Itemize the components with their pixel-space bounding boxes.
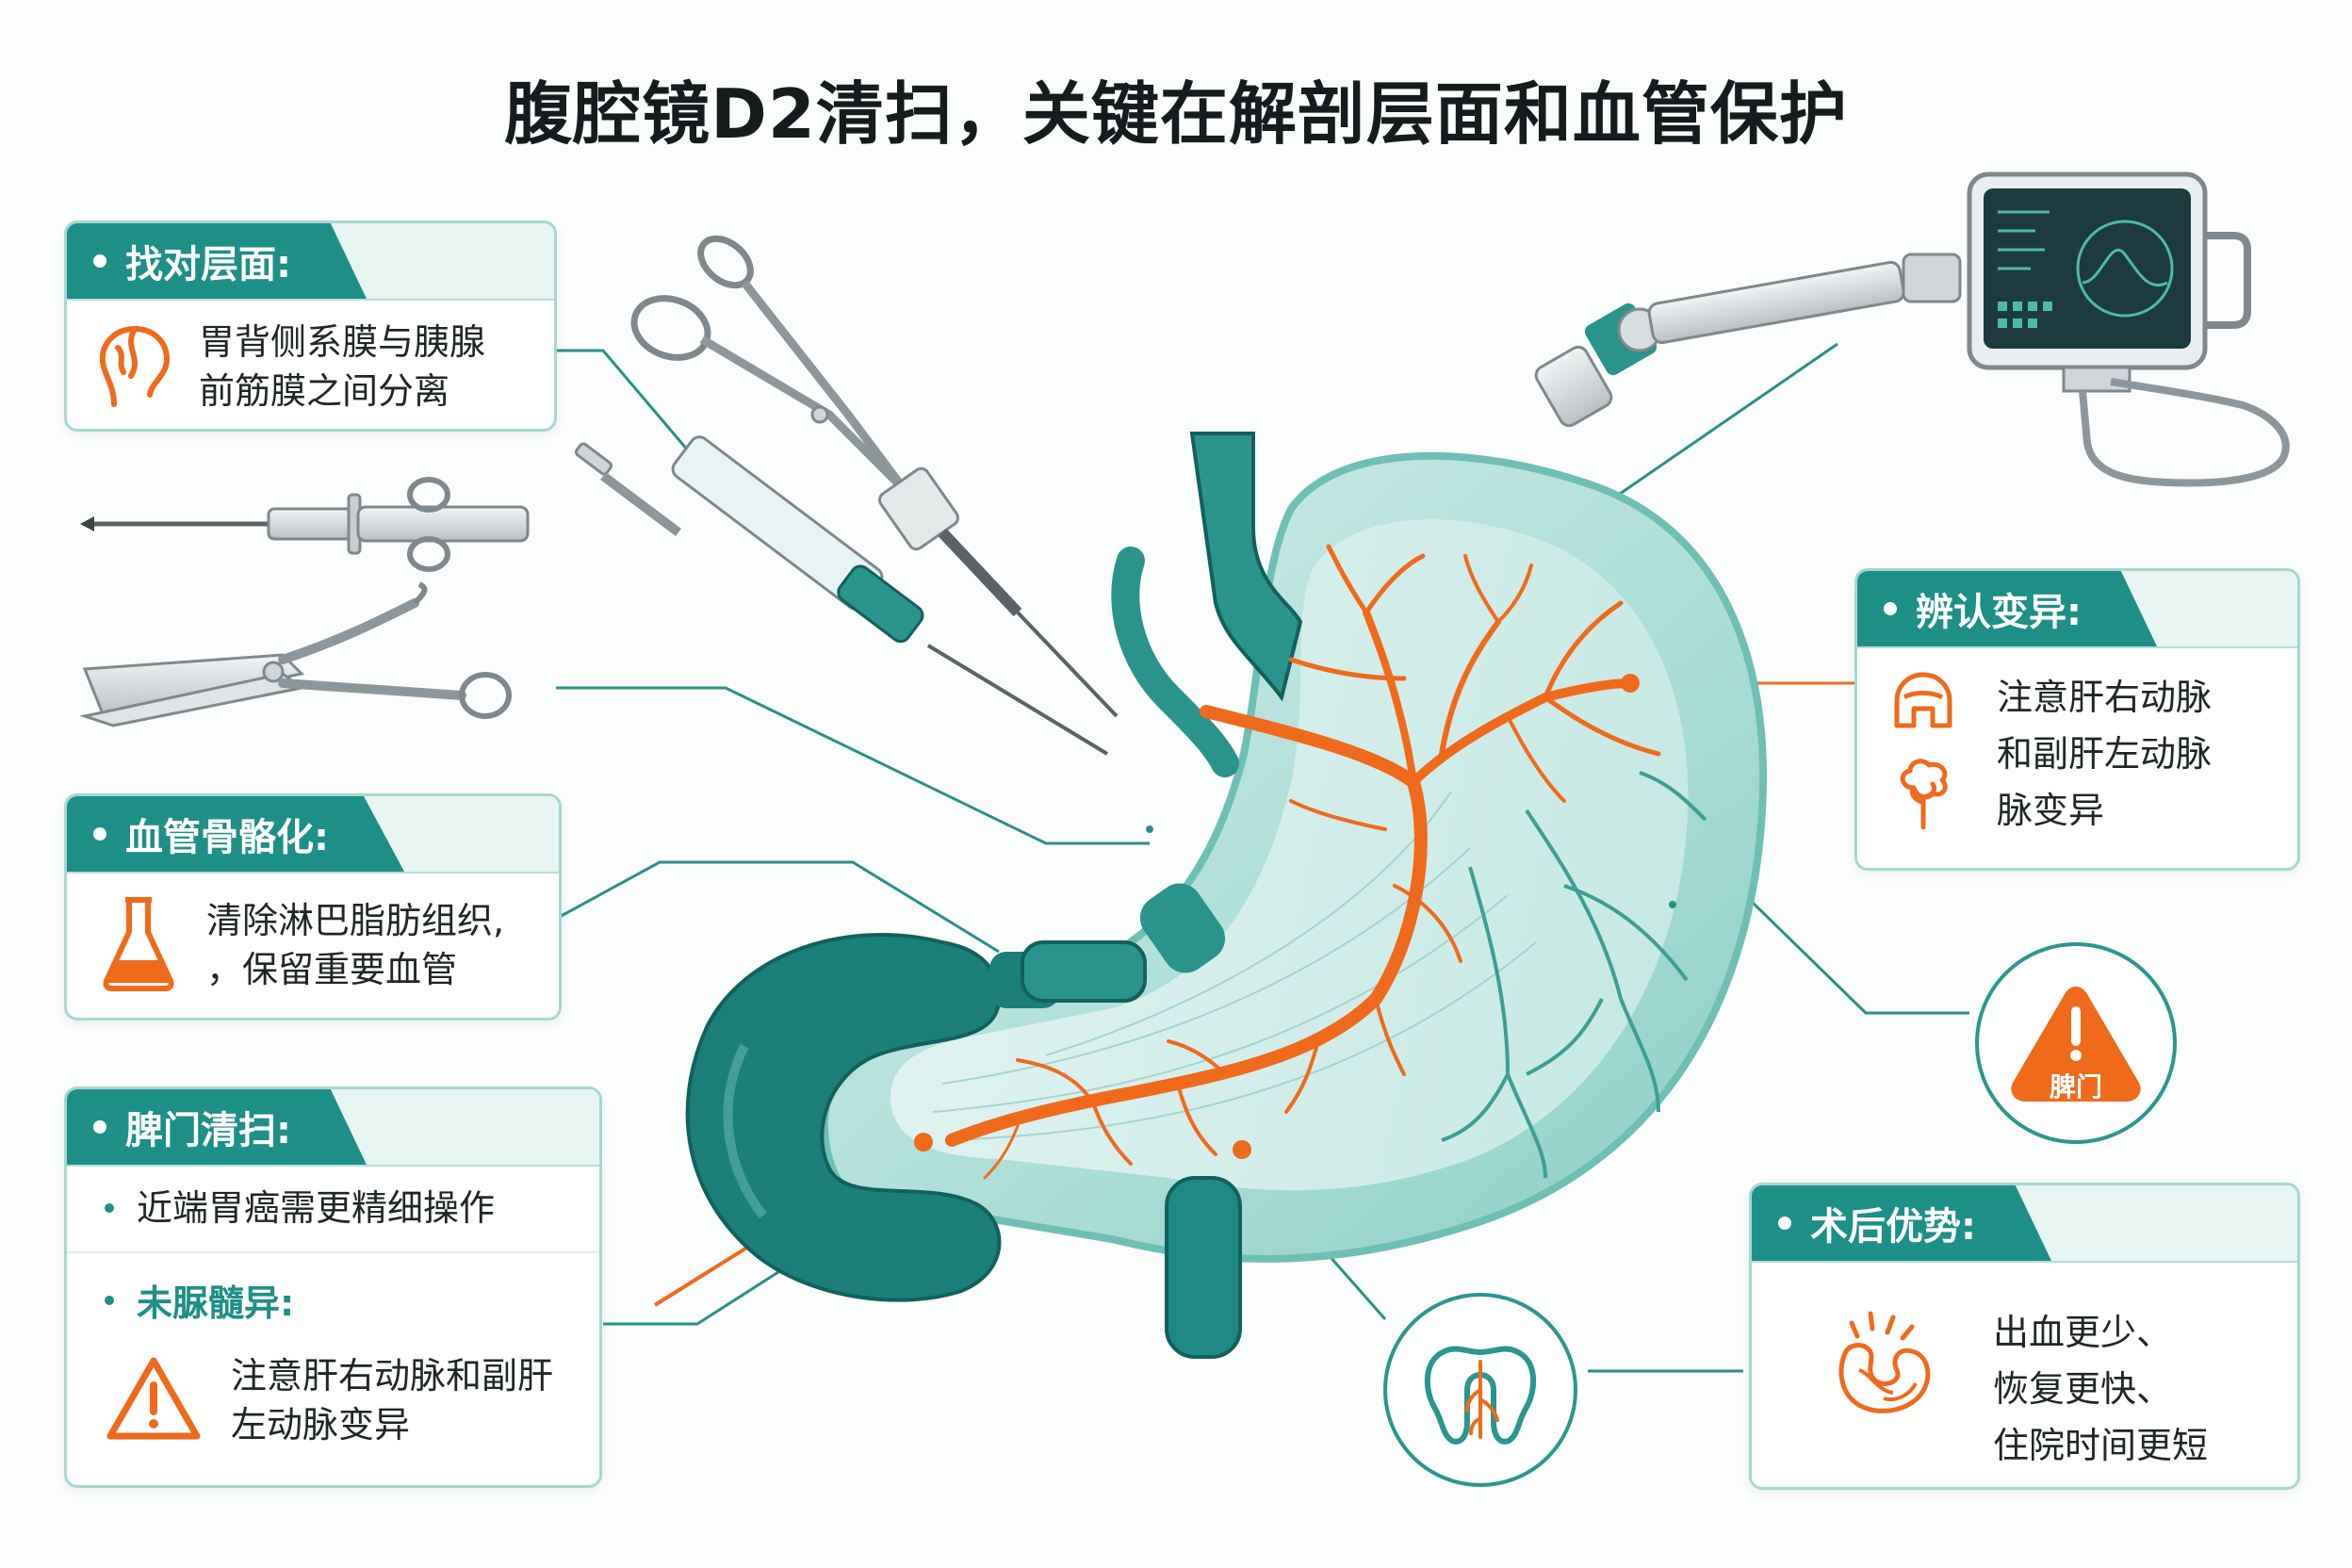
card-text-line: 注意肝右动脉和副肝 <box>231 1355 554 1396</box>
spleen-organ-icon <box>1424 1346 1537 1445</box>
spleen-organ-circle <box>1383 1293 1577 1487</box>
card-header: 术后优势: <box>1752 1185 2297 1263</box>
page-title: 腹腔镜D2清扫，关键在解剖层面和血管保护 <box>504 74 1848 154</box>
intestine-icon <box>1818 1304 1950 1440</box>
helmet-icon <box>1889 669 1957 741</box>
card-title: 辨认变异: <box>1916 591 2082 634</box>
card-title: 血管骨骼化: <box>125 816 329 859</box>
card-text-line: 住院时间更短 <box>1993 1425 2209 1466</box>
syringe-tool <box>574 435 1109 756</box>
warning-triangle-icon <box>105 1355 203 1446</box>
laparoscope-monitor <box>1534 172 2290 487</box>
card-text-line: ，保留重要血管 <box>206 949 458 990</box>
card-text-line: 注意肝右动脉 <box>1997 677 2213 718</box>
card-text-line: 左动脉变异 <box>231 1404 411 1446</box>
tree-icon <box>1889 756 1957 835</box>
card-text-line: 脉变异 <box>1997 790 2105 831</box>
card-title: 找对层面: <box>125 243 291 286</box>
card-vessel-skeletonization: 血管骨骼化: 清除淋巴脂肪组织, ，保留重要血管 <box>64 793 562 1021</box>
bullet-dot <box>105 1295 114 1305</box>
warning-label: 脾门 <box>2049 1071 2102 1102</box>
card-header: 血管骨骼化: <box>67 796 559 874</box>
card-text-line: 胃背侧系膜与胰腺 <box>199 321 486 363</box>
grasper-tool <box>79 581 512 727</box>
card-header: 找对层面: <box>67 223 554 301</box>
stomach-illustration <box>684 432 1767 1359</box>
card-postop-advantages: 术后优势: 出血更少、 恢复更快、 住院时间更短 <box>1749 1183 2300 1490</box>
card-text-line: 出血更少、 <box>1993 1312 2173 1353</box>
card-find-layer: 找对层面: 胃背侧系膜与胰腺 前筋膜之间分离 <box>64 220 557 432</box>
card-text-line: 和副肝左动脉 <box>1997 733 2213 775</box>
bullet-dot <box>93 1120 106 1134</box>
brain-outline-icon <box>95 319 174 414</box>
scissors-tool <box>630 235 1119 718</box>
card-splenic-hilum: 脾门清扫: 近端胃癌需更精细操作 未脲髓异: 注意肝右动脉和副肝 左动脉变异 <box>64 1086 602 1488</box>
bullet-dot <box>1778 1217 1791 1230</box>
card-subtitle: 未脲髓异: <box>137 1282 295 1324</box>
trocar-tool <box>80 477 530 572</box>
bullet-dot <box>93 254 106 268</box>
bullet-dot <box>105 1203 114 1213</box>
card-identify-variants: 辨认变异: 注意肝右动脉 和副肝左动脉 脉变异 <box>1854 568 2300 871</box>
warning-triangle-icon <box>2011 987 2141 1102</box>
card-text-line: 前筋膜之间分离 <box>199 370 450 412</box>
bullet-dot <box>1884 602 1897 615</box>
card-title: 脾门清扫: <box>125 1109 291 1152</box>
bullet-dot <box>93 827 106 841</box>
splenic-hilum-warning-badge: 脾门 <box>1975 942 2177 1144</box>
flask-icon <box>99 894 178 996</box>
card-title: 术后优势: <box>1810 1205 1976 1249</box>
card-header: 脾门清扫: <box>67 1089 599 1167</box>
card-text-line: 恢复更快、 <box>1993 1368 2173 1410</box>
divider <box>67 1251 599 1253</box>
card-header: 辨认变异: <box>1857 571 2297 648</box>
card-text-line: 清除淋巴脂肪组织, <box>206 900 505 941</box>
card-text-line: 近端胃癌需更精细操作 <box>137 1187 496 1229</box>
